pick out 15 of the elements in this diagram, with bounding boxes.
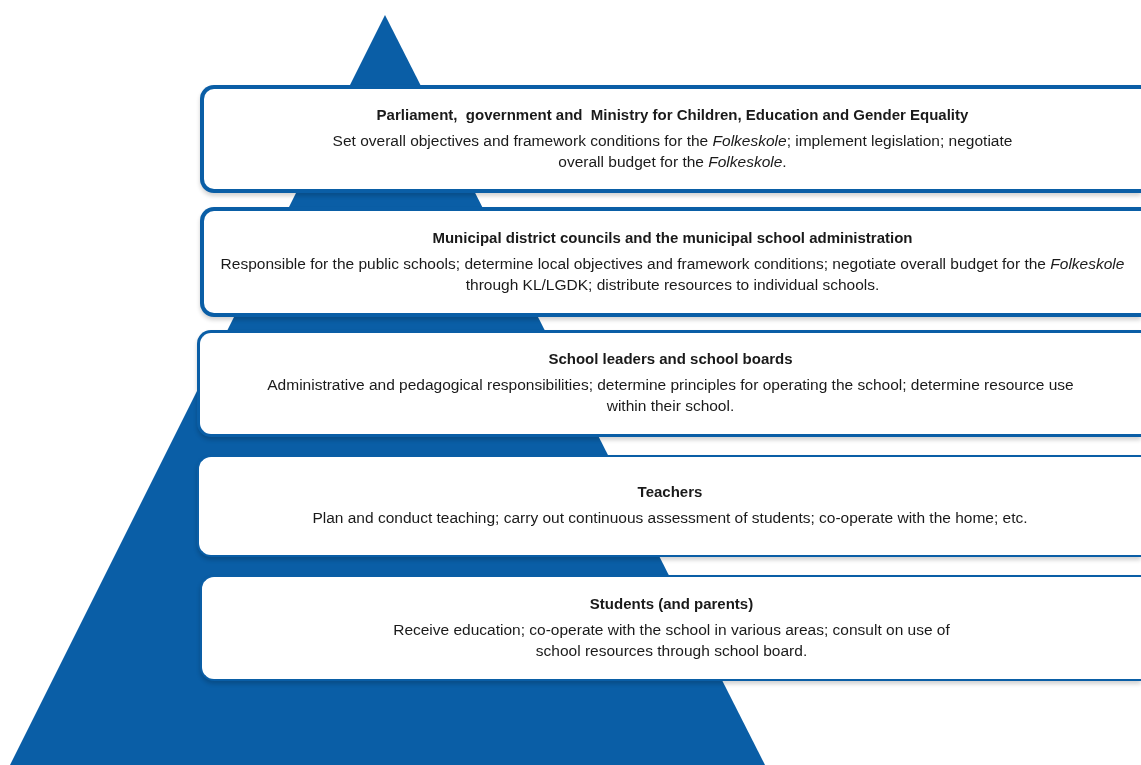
level-description: Plan and conduct teaching; carry out continuous assessment of students; co-operate with the home; etc. [312, 508, 1028, 529]
level-box [197, 455, 1141, 557]
level-description: Set overall objectives and framework conditions for the Folkeskole; implement legislation; negotiate overall budget for the Folkeskole. [331, 130, 1014, 172]
level-heading: Municipal district councils and the municipal school administration [432, 228, 913, 246]
level-heading: Students (and parents) [589, 594, 754, 612]
level-description: Responsible for the public schools; determine local objectives and framework conditions; negotiate overall budget for the Folkeskole through KL/LGDK; distribute resources to individual schools. [219, 253, 1126, 295]
level-heading: Teachers [637, 483, 703, 501]
level-description: Administrative and pedagogical responsibilities; determine principles for operating the school; determine resource use within their school. [266, 375, 1075, 416]
level-heading: School leaders and school boards [548, 350, 793, 368]
level-description: Receive education; co-operate with the school in various areas; consult on use of school resources through school board. [392, 619, 951, 661]
level-box [197, 330, 1141, 437]
level-box [200, 575, 1141, 681]
level-heading: Parliament, government and Ministry for Children, Education and Gender Equality [376, 105, 969, 123]
level-box [200, 207, 1141, 317]
level-box [200, 85, 1141, 193]
